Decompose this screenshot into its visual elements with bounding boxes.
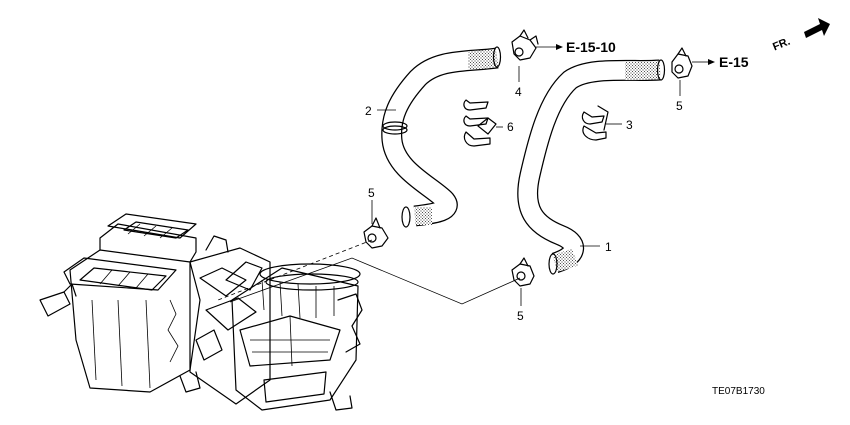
heater-unit-icon xyxy=(39,213,363,411)
part-label-5-top: 5 xyxy=(676,99,683,113)
part-label-1: 1 xyxy=(605,240,612,254)
hose-2 xyxy=(381,46,502,228)
reference-arrow-top-icon xyxy=(536,44,563,50)
front-direction-arrow-icon xyxy=(804,18,830,38)
reference-top[interactable]: E-15-10 xyxy=(566,39,616,55)
diagram-code: TE07B1730 xyxy=(712,386,765,397)
part-label-4: 4 xyxy=(515,85,522,99)
clamp-6-icon xyxy=(463,99,497,147)
reference-arrow-right-icon xyxy=(692,59,715,65)
reference-right[interactable]: E-15 xyxy=(719,54,749,70)
hose-1 xyxy=(517,59,666,275)
leader-lines xyxy=(371,66,681,306)
clamp-5-lower-icon xyxy=(511,257,535,287)
clamp-4-icon xyxy=(511,29,539,61)
connection-line xyxy=(229,257,521,305)
clamp-3-icon xyxy=(581,105,609,141)
clamp-5-top-icon xyxy=(671,47,693,79)
part-label-6: 6 xyxy=(507,120,514,134)
part-label-5-lower: 5 xyxy=(517,309,524,323)
clamp-5-middle-icon xyxy=(363,217,389,249)
part-label-2: 2 xyxy=(365,104,372,118)
part-label-3: 3 xyxy=(626,118,633,132)
part-label-5-middle: 5 xyxy=(368,186,375,200)
direction-label: FR. xyxy=(771,36,792,54)
